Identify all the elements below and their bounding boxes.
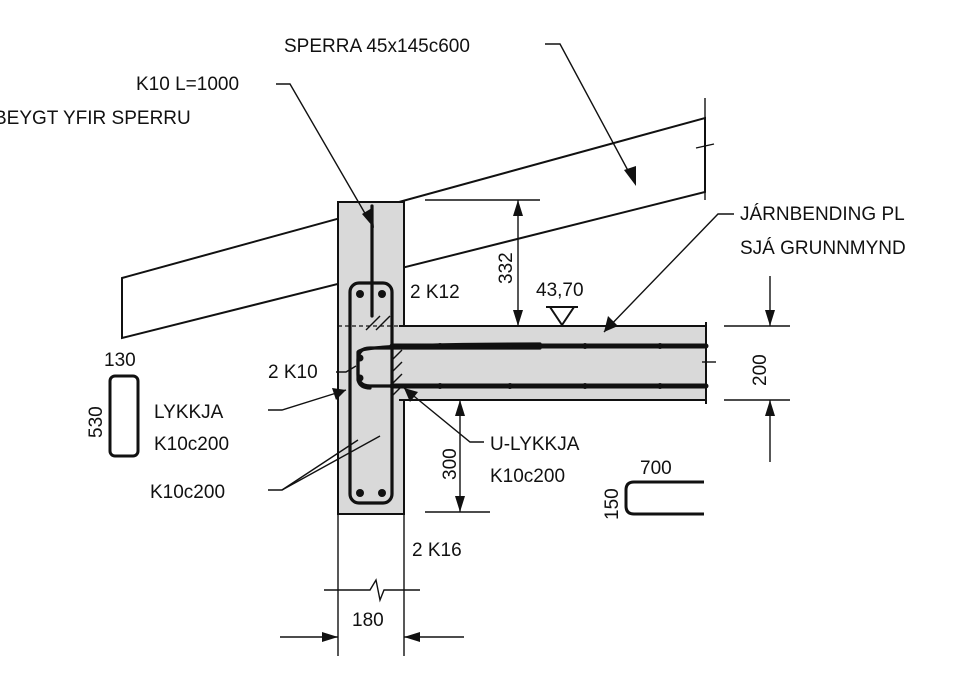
label-lykkja-k: K10c200 [154,434,229,455]
label-2k12: 2 K12 [410,282,460,303]
label-2k16: 2 K16 [412,540,462,561]
joint-fill [399,327,405,399]
rebar-dot-wall-top-left [356,290,364,298]
leader-lykkja [268,389,347,411]
label-k10c200: K10c200 [150,482,225,503]
label-ulykkja-k: K10c200 [490,466,565,487]
label-dim150: 150 [602,488,623,520]
dim300-arrow-top [455,400,465,416]
slab-rebar-dots [437,343,663,389]
rebar-dot-wall-mid-left [356,354,364,362]
label-dim332: 332 [496,252,517,284]
leader-ulykkja-arrow [404,388,418,402]
rebar-dot-wall-mid-right [356,374,364,382]
stirrup-shape-legend [108,374,140,458]
leader-lykkja-arrow [332,388,346,400]
u-loop-shape-legend [624,480,704,516]
label-level: 43,70 [536,280,584,301]
label-sja-grunnmynd: SJÁ GRUNNMYND [740,238,906,259]
dim332-arrow-top [513,200,523,216]
dim332-arrow-bottom [513,310,523,326]
dim300-arrow-bottom [455,496,465,512]
label-2k10: 2 K10 [268,362,318,383]
rebar-dot-wall-bottom-right [378,489,386,497]
rebar-dot-wall-top-right [378,290,386,298]
rafter-end-tick-cross [695,143,715,149]
label-dim300: 300 [440,448,461,480]
leader-ulykkja [403,387,484,443]
leader-k10-arrow [362,208,374,228]
dim200-arrow-bottom [765,400,775,416]
leader-jarnbending [603,213,734,333]
label-sperra: SPERRA 45x145c600 [284,36,470,57]
label-dim700: 700 [640,458,672,479]
dim180-arrow-right [404,632,420,642]
label-jarnbending: JÁRNBENDING PL [740,204,905,225]
label-beygt: BEYGT YFIR SPERRU [0,108,191,129]
leader-sperra [545,43,633,179]
leader-sperra-arrow [624,166,636,186]
level-triangle [548,306,576,327]
leader-jarnbending-arrow [604,316,618,332]
label-dim130: 130 [104,350,136,371]
junction-hatch [365,315,403,397]
wall-break-line [324,578,420,603]
label-ulykkja: U-LYKKJA [490,434,580,455]
label-k10-length: K10 L=1000 [136,74,239,95]
leader-2k10 [336,365,357,373]
rebar-dot-wall-bottom-left [356,489,364,497]
label-lykkja: LYKKJA [154,402,224,423]
label-dim180: 180 [352,610,384,631]
u-loop [356,346,542,388]
leader-k10 [276,83,371,223]
dim200-arrow-top [765,310,775,326]
dim180-arrow-left [322,632,338,642]
leader-k10c200-b [281,435,381,491]
label-dim530: 530 [86,406,107,438]
label-dim200: 200 [750,354,771,386]
wall-stirrup [348,281,394,505]
